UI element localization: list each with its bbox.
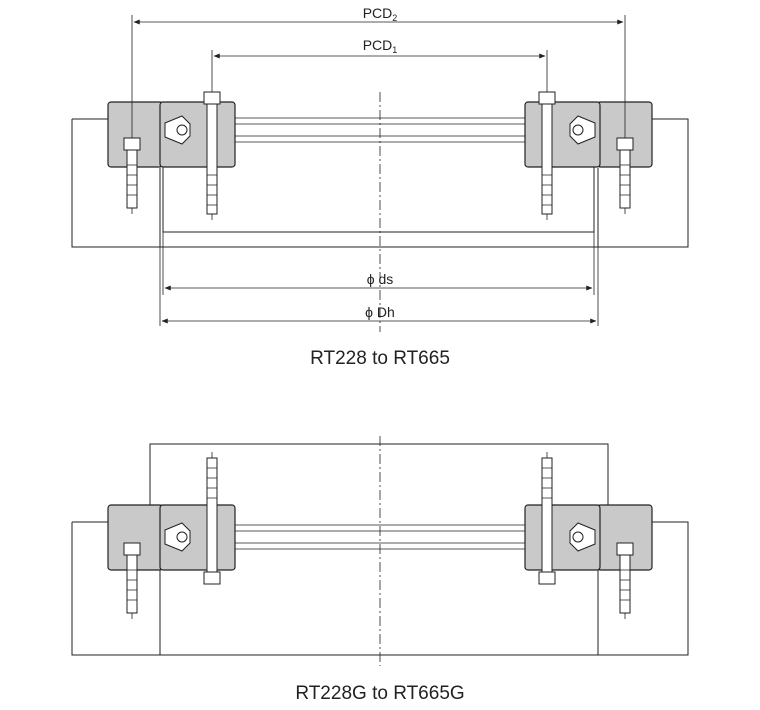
bottom-bolt-inner-right bbox=[538, 452, 556, 585]
top-shaft-outline bbox=[162, 167, 595, 233]
top-bolt-outer-right bbox=[616, 137, 634, 214]
bottom-housing-outline bbox=[71, 521, 689, 656]
bottom-bolt-inner-left bbox=[203, 452, 221, 585]
pcd2-label: PCD2 bbox=[363, 5, 398, 23]
top-diagram-caption: RT228 to RT665 bbox=[310, 348, 450, 369]
bottom-right-roller-ball bbox=[572, 531, 584, 543]
pcd1-label: PCD1 bbox=[363, 37, 398, 55]
top-bolt-outer-left bbox=[123, 137, 141, 214]
bottom-cap-plate bbox=[149, 443, 609, 506]
top-assembly-drawing: PCD2 PCD1 ϕ ds ϕ Dh bbox=[71, 5, 689, 332]
dh-label: ϕ Dh bbox=[365, 304, 395, 320]
bottom-assembly-drawing bbox=[71, 436, 689, 666]
top-housing-outline bbox=[71, 118, 689, 248]
top-right-roller-ball bbox=[572, 124, 584, 136]
bottom-bolt-outer-left bbox=[123, 542, 141, 619]
top-left-roller-ball bbox=[176, 124, 188, 136]
top-bolt-inner-left bbox=[203, 91, 221, 220]
bottom-left-roller-ball bbox=[176, 531, 188, 543]
ds-label: ϕ ds bbox=[367, 271, 394, 287]
bottom-bolt-outer-right bbox=[616, 542, 634, 619]
bottom-diagram-caption: RT228G to RT665G bbox=[295, 683, 465, 704]
top-bolt-inner-right bbox=[538, 91, 556, 220]
